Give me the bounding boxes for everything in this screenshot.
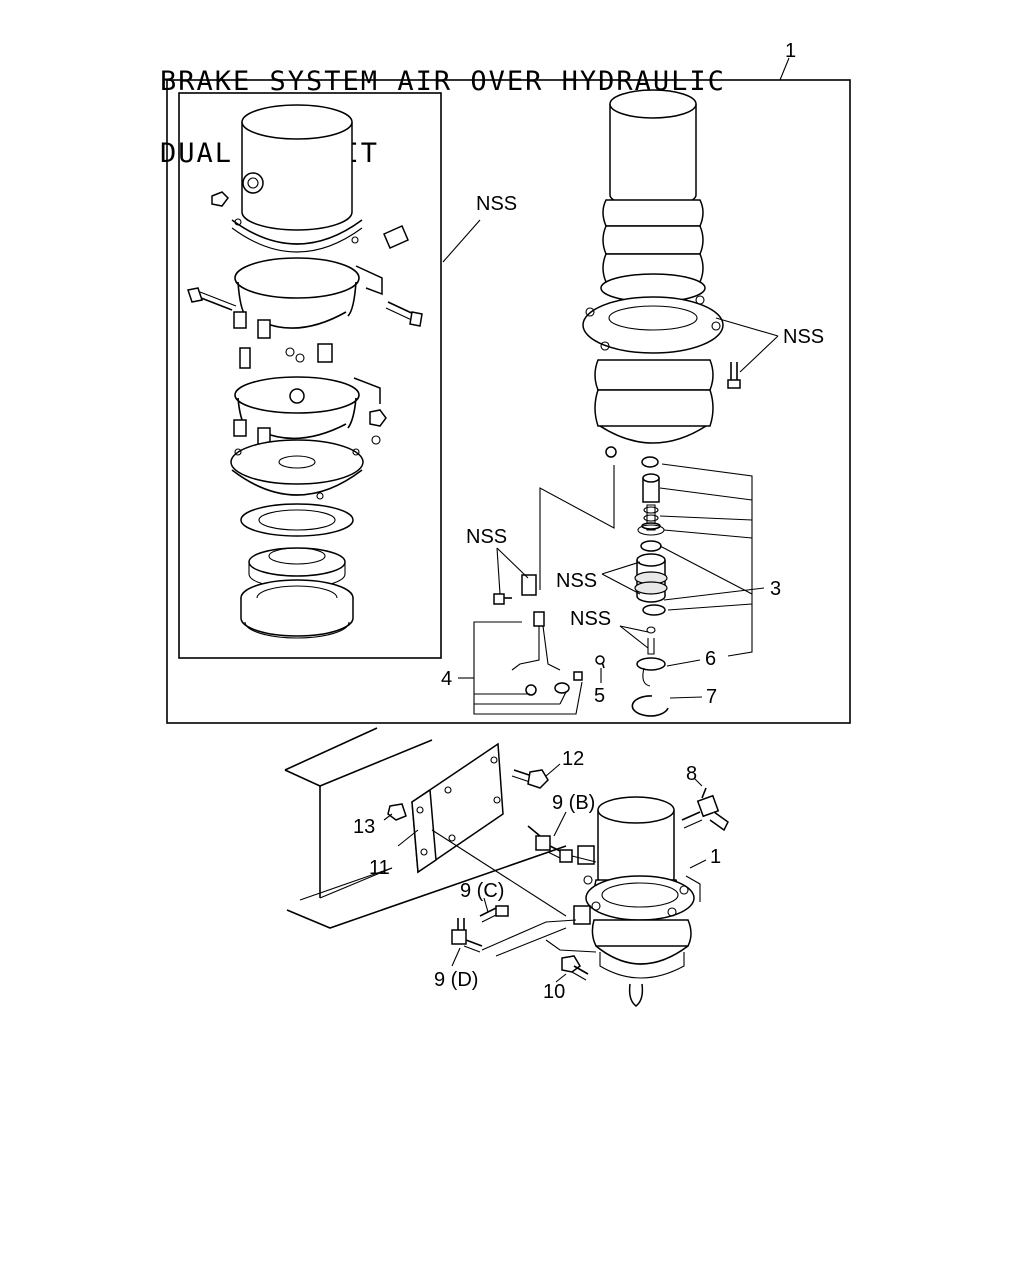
leader-nss-inset bbox=[442, 219, 481, 263]
exploded-view-frame bbox=[166, 79, 851, 724]
mounting-bracket bbox=[411, 742, 504, 874]
callout-1-bottom: 1 bbox=[710, 846, 721, 868]
callout-1-top: 1 bbox=[785, 40, 796, 62]
callout-7: 7 bbox=[706, 686, 717, 708]
callout-11: 11 bbox=[369, 857, 390, 879]
fitting-9b bbox=[527, 825, 597, 863]
callout-8: 8 bbox=[686, 763, 697, 785]
chamber-assembly-mounted bbox=[573, 796, 701, 1007]
fitting-8 bbox=[681, 787, 729, 832]
chamber-assembly-exploded bbox=[582, 89, 724, 458]
nss-screw bbox=[727, 362, 741, 389]
callout-9d: 9 (D) bbox=[434, 969, 478, 991]
callout-9c: 9 (C) bbox=[460, 880, 504, 902]
callout-3: 3 bbox=[770, 578, 781, 600]
sensor-harness bbox=[511, 611, 605, 696]
callout-nss-inset: NSS bbox=[476, 193, 517, 215]
frame-rail bbox=[284, 727, 567, 929]
fitting-9c bbox=[479, 905, 509, 923]
callout-nss-piston: NSS bbox=[556, 570, 597, 592]
nss-bracket-bolt bbox=[493, 593, 512, 605]
callout-13: 13 bbox=[353, 816, 375, 838]
nss-bracket-part bbox=[521, 574, 537, 596]
callout-nss-bracket: NSS bbox=[466, 526, 507, 548]
bolt-10 bbox=[561, 955, 589, 981]
fitting-9d bbox=[451, 918, 483, 953]
nut-13 bbox=[387, 803, 407, 821]
callout-10: 10 bbox=[543, 981, 565, 1003]
callout-6: 6 bbox=[705, 648, 716, 670]
callout-nss-valve: NSS bbox=[570, 608, 611, 630]
callout-4: 4 bbox=[441, 668, 452, 690]
callout-5: 5 bbox=[594, 685, 605, 707]
valve-stack bbox=[631, 456, 669, 717]
inset-chamber-assembly bbox=[187, 104, 423, 639]
inset-frame bbox=[178, 92, 442, 659]
callout-nss-right: NSS bbox=[783, 326, 824, 348]
callout-9b: 9 (B) bbox=[552, 792, 595, 814]
bolt-12 bbox=[511, 769, 549, 789]
callout-12: 12 bbox=[562, 748, 584, 770]
